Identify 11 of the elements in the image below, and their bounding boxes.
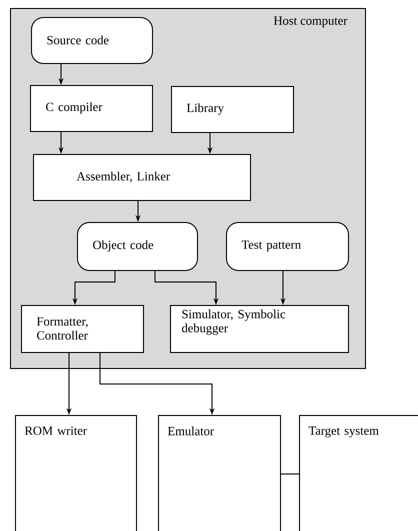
device-box: ROM writer xyxy=(15,415,137,531)
device-box: Emulator xyxy=(158,415,281,531)
data-box: Object code xyxy=(77,222,198,271)
process-box: Assembler, Linker xyxy=(33,154,251,201)
process-box: Simulator, Symbolic debugger xyxy=(170,305,349,353)
process-box: Library xyxy=(171,86,294,133)
device-box: Target system xyxy=(299,415,418,531)
data-box: Source code xyxy=(31,17,153,64)
process-box: C compiler xyxy=(30,85,153,132)
process-box: Formatter, Controller xyxy=(21,305,144,353)
data-box: Test pattern xyxy=(226,222,349,271)
